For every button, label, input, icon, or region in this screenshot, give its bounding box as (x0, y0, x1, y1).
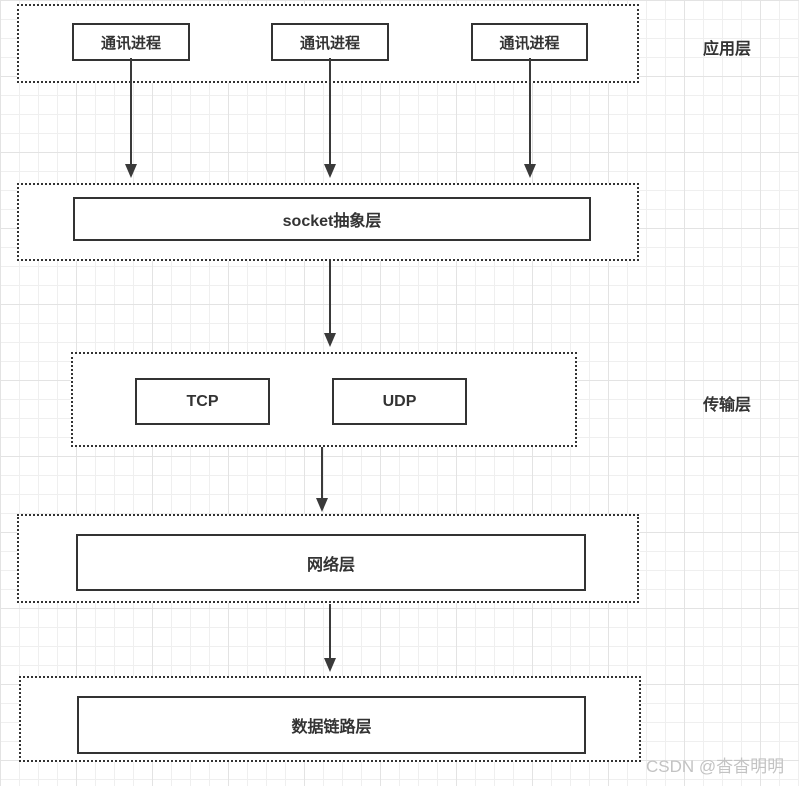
down-arrow-icon (324, 58, 336, 178)
process-box-1: 通讯进程 (72, 23, 190, 61)
udp-label: UDP (382, 392, 417, 410)
tcp-label: TCP (186, 392, 219, 410)
socket-abstraction-label: socket抽象层 (282, 213, 382, 230)
process-box-2-label: 通讯进程 (299, 34, 360, 52)
network-layer-box: 网络层 (76, 534, 586, 591)
udp-box: UDP (332, 378, 467, 425)
down-arrow-icon (324, 261, 336, 347)
csdn-watermark: CSDN @杳杳明明 (646, 757, 785, 776)
socket-abstraction-box: socket抽象层 (73, 197, 591, 241)
datalink-layer-box: 数据链路层 (77, 696, 586, 754)
down-arrow-icon (125, 58, 137, 178)
process-box-2: 通讯进程 (271, 23, 389, 61)
process-box-3: 通讯进程 (471, 23, 588, 61)
down-arrow-icon (324, 604, 336, 672)
network-layer-box-label: 网络层 (306, 556, 355, 574)
tcp-box: TCP (135, 378, 270, 425)
datalink-layer-box-label: 数据链路层 (291, 719, 372, 736)
application-layer-label: 应用层 (703, 41, 752, 58)
process-box-1-label: 通讯进程 (100, 34, 161, 52)
down-arrow-icon (524, 58, 536, 178)
down-arrow-icon (316, 447, 328, 512)
process-box-3-label: 通讯进程 (499, 34, 560, 52)
transport-layer-label: 传输层 (703, 397, 752, 414)
